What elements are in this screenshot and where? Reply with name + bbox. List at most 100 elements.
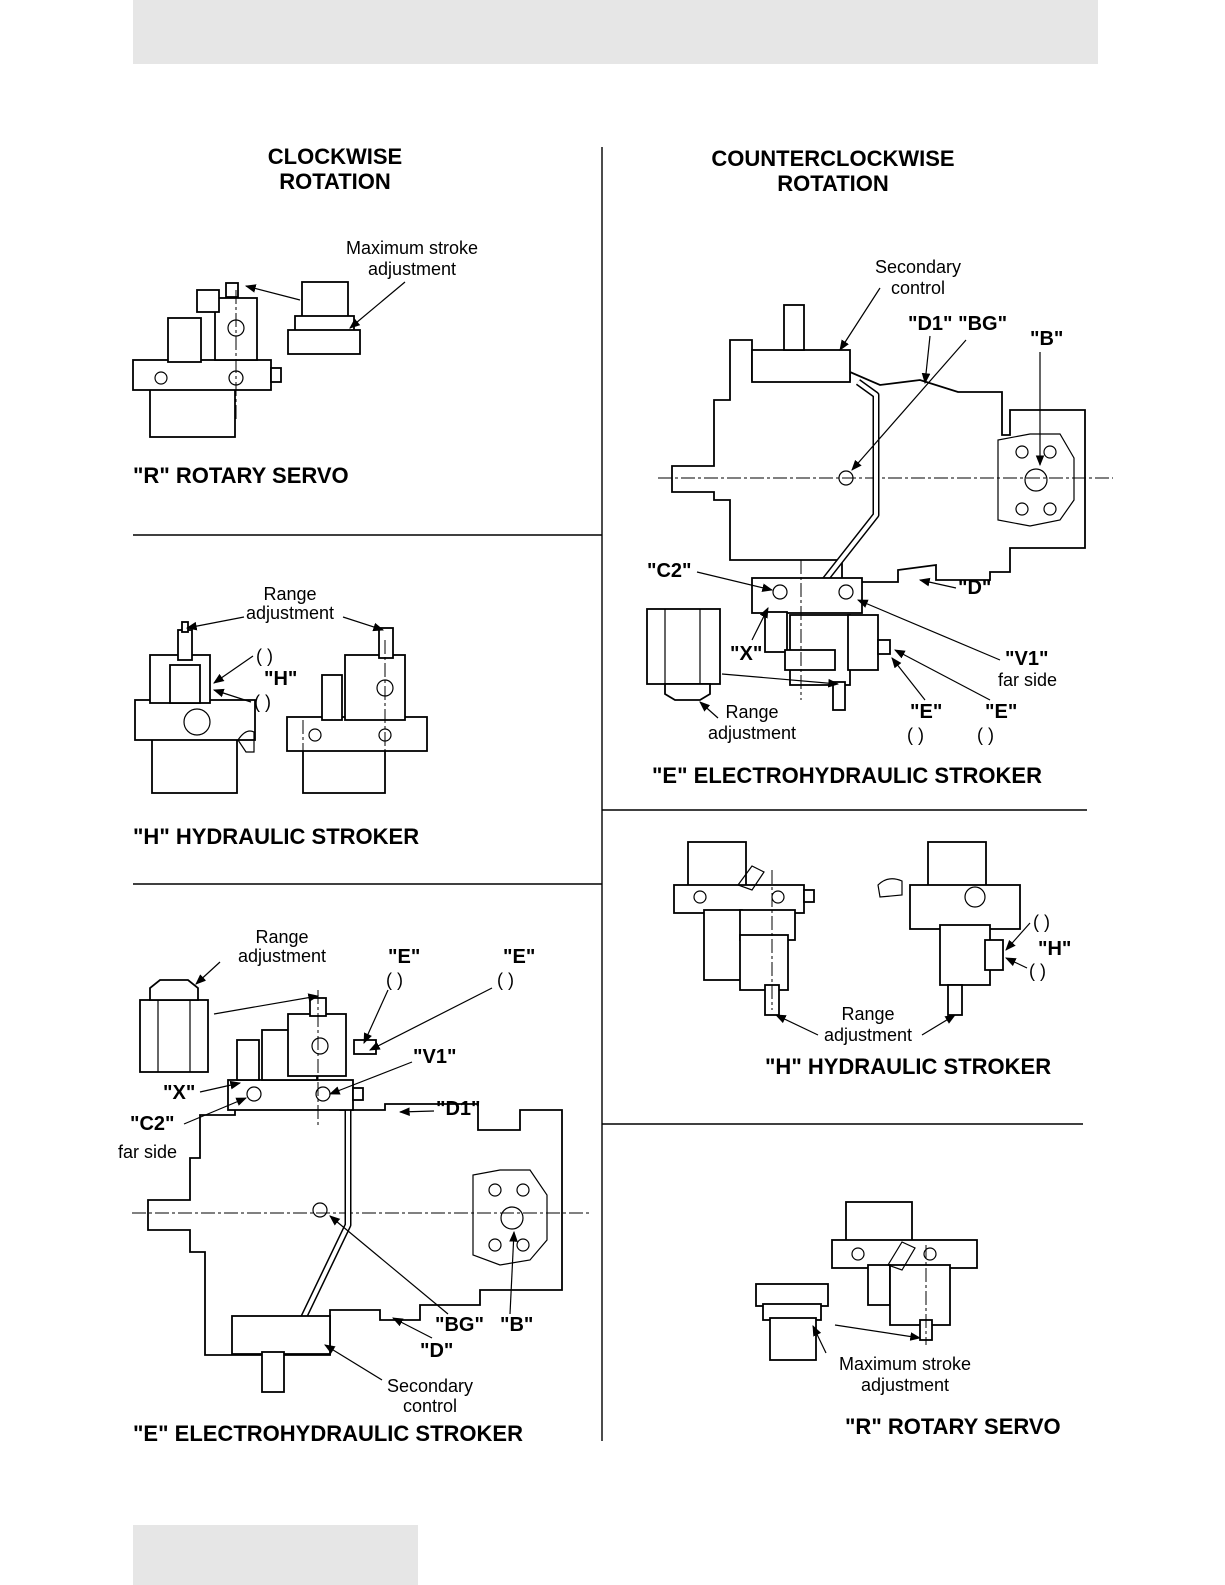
- left-rotary-title: "R" ROTARY SERVO: [133, 463, 349, 488]
- left-electro-title: "E" ELECTROHYDRAULIC STROKER: [133, 1421, 523, 1446]
- right-electro-paren-e1: ( ): [907, 725, 924, 745]
- left-electro-paren-e2: ( ): [497, 970, 514, 990]
- right-hydraulic-leader-1: [775, 1014, 819, 1036]
- right-electro-stroker-drawing: [646, 304, 1113, 711]
- right-rotary-callout-line2: adjustment: [861, 1375, 949, 1395]
- left-electro-secondary-line1: Secondary: [387, 1376, 473, 1396]
- left-hydraulic-leader-h2: [212, 688, 252, 703]
- right-electro-v1-note: far side: [998, 670, 1057, 690]
- right-hydraulic-stroker-drawing: [673, 841, 1021, 1016]
- left-electro-range-line2: adjustment: [238, 946, 326, 966]
- footer-band: [133, 1525, 418, 1585]
- right-electro-leader-c2: [696, 571, 774, 592]
- right-electro-paren-e2: ( ): [977, 725, 994, 745]
- left-electro-port-b: "B": [500, 1314, 533, 1336]
- right-electro-port-e2: "E": [985, 701, 1017, 723]
- right-electro-leader-range-2: [699, 701, 719, 719]
- left-heading: CLOCKWISE ROTATION: [268, 144, 402, 194]
- right-heading: COUNTERCLOCKWISE ROTATION: [711, 146, 954, 196]
- left-hydraulic-paren-bottom: ( ): [254, 692, 271, 712]
- right-electro-port-v1: "V1": [1005, 648, 1048, 670]
- left-hydraulic-stroker-drawing: [134, 621, 428, 794]
- right-hydraulic-paren-top: ( ): [1033, 912, 1050, 932]
- right-electro-port-e1: "E": [910, 701, 942, 723]
- left-electro-stroker-drawing: [132, 979, 590, 1393]
- left-hydraulic-port-h: "H": [264, 668, 297, 690]
- left-hydraulic-leader-1: [185, 616, 245, 631]
- left-electro-port-v1: "V1": [413, 1046, 456, 1068]
- left-electro-range-leader-2: [213, 993, 320, 1015]
- left-electro-range-leader-1: [195, 961, 221, 985]
- right-rotary-callout-line1: Maximum stroke: [839, 1354, 971, 1374]
- right-electro-range-line1: Range: [725, 702, 778, 722]
- left-electro-leader-e1: [363, 989, 389, 1044]
- right-hydraulic-callout-line1: Range: [841, 1004, 894, 1024]
- right-electro-leader-bg: [851, 339, 967, 471]
- left-electro-port-x: "X": [163, 1082, 195, 1104]
- left-electro-leader-b: [509, 1230, 518, 1315]
- left-electro-leader-c2: [183, 1097, 247, 1125]
- right-electro-leader-range-1: [721, 673, 840, 688]
- right-electro-port-x: "X": [730, 643, 762, 665]
- right-hydraulic-leader-2: [921, 1014, 956, 1036]
- header-band: [133, 0, 1098, 64]
- left-electro-secondary-line2: control: [403, 1396, 457, 1416]
- right-electro-port-d: "D": [958, 577, 991, 599]
- right-electro-port-c2: "C2": [647, 560, 692, 582]
- right-rotary-title: "R" ROTARY SERVO: [845, 1414, 1061, 1439]
- right-electro-range-line2: adjustment: [708, 723, 796, 743]
- left-electro-leader-v1: [328, 1061, 413, 1095]
- left-hydraulic-callout-line1: Range: [263, 584, 316, 604]
- right-rotary-leader-1: [812, 1325, 827, 1354]
- right-electro-leader-d1: [921, 335, 931, 385]
- left-electro-port-e2: "E": [503, 946, 535, 968]
- right-hydraulic-callout-line2: adjustment: [824, 1025, 912, 1045]
- left-rotary-servo-drawing: [132, 281, 361, 438]
- right-electro-port-b: "B": [1030, 328, 1063, 350]
- right-hydraulic-title: "H" HYDRAULIC STROKER: [765, 1054, 1051, 1079]
- left-electro-port-d: "D": [420, 1340, 453, 1362]
- right-heading-line1: COUNTERCLOCKWISE: [711, 146, 954, 171]
- left-electro-leader-d: [392, 1317, 433, 1339]
- left-heading-line2: ROTATION: [279, 169, 391, 194]
- right-electro-port-d1-bg: "D1" "BG": [908, 313, 1007, 335]
- right-electro-leader-e1: [891, 657, 926, 701]
- left-hydraulic-title: "H" HYDRAULIC STROKER: [133, 824, 419, 849]
- left-electro-port-d1: "D1": [436, 1098, 481, 1120]
- left-hydraulic-paren-top: ( ): [256, 646, 273, 666]
- right-hydraulic-port-h: "H": [1038, 938, 1071, 960]
- right-electro-secondary-line1: Secondary: [875, 257, 961, 277]
- right-electro-leader-secondary: [839, 287, 881, 351]
- left-rotary-callout-line2: adjustment: [368, 259, 456, 279]
- left-rotary-leader-1: [244, 284, 301, 301]
- left-hydraulic-leader-h1: [213, 655, 254, 684]
- left-electro-leader-d1: [398, 1107, 435, 1117]
- right-rotary-leader-2: [834, 1324, 922, 1341]
- left-electro-port-e1: "E": [388, 946, 420, 968]
- right-electro-leader-d: [918, 577, 957, 589]
- left-electro-port-c2: "C2": [130, 1113, 175, 1135]
- right-electro-title: "E" ELECTROHYDRAULIC STROKER: [652, 763, 1042, 788]
- left-electro-leader-e2: [369, 987, 493, 1051]
- left-electro-leader-x: [199, 1080, 242, 1093]
- left-hydraulic-leader-2: [342, 616, 385, 632]
- left-rotary-callout-line1: Maximum stroke: [346, 238, 478, 258]
- right-hydraulic-leader-h2: [1005, 957, 1028, 969]
- right-electro-leader-x: [751, 607, 769, 641]
- left-electro-paren-e1: ( ): [386, 970, 403, 990]
- left-electro-c2-note: far side: [118, 1142, 177, 1162]
- right-hydraulic-paren-bottom: ( ): [1029, 961, 1046, 981]
- left-heading-line1: CLOCKWISE: [268, 144, 402, 169]
- right-heading-line2: ROTATION: [777, 171, 889, 196]
- left-rotary-leader-2: [349, 281, 406, 329]
- left-electro-leader-bg: [329, 1215, 449, 1315]
- left-electro-leader-secondary: [324, 1344, 383, 1381]
- left-electro-port-bg: "BG": [435, 1314, 484, 1336]
- left-electro-range-line1: Range: [255, 927, 308, 947]
- right-electro-secondary-line2: control: [891, 278, 945, 298]
- left-hydraulic-callout-line2: adjustment: [246, 603, 334, 623]
- right-rotary-servo-drawing: [755, 1201, 978, 1361]
- right-electro-leader-v1: [857, 599, 1001, 661]
- right-electro-leader-e2: [894, 649, 991, 701]
